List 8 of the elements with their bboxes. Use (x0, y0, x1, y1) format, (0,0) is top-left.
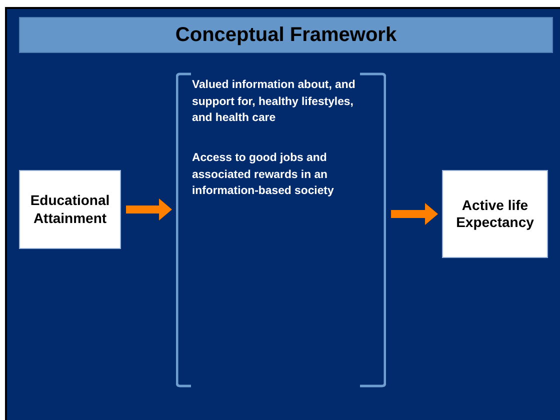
bracket-text: Valued information about, and support for, healthy lifestyles, and health care (192, 78, 356, 126)
bracket-text: Access to good jobs and associated rewards in an information-based society (192, 151, 335, 200)
arrow (126, 198, 172, 220)
text-box: Educational Attainment (19, 170, 121, 249)
arrow (391, 203, 438, 225)
text-box: Active life Expectancy (442, 170, 548, 258)
bracket-group (176, 72, 386, 388)
title-banner: Conceptual Framework (19, 17, 553, 53)
